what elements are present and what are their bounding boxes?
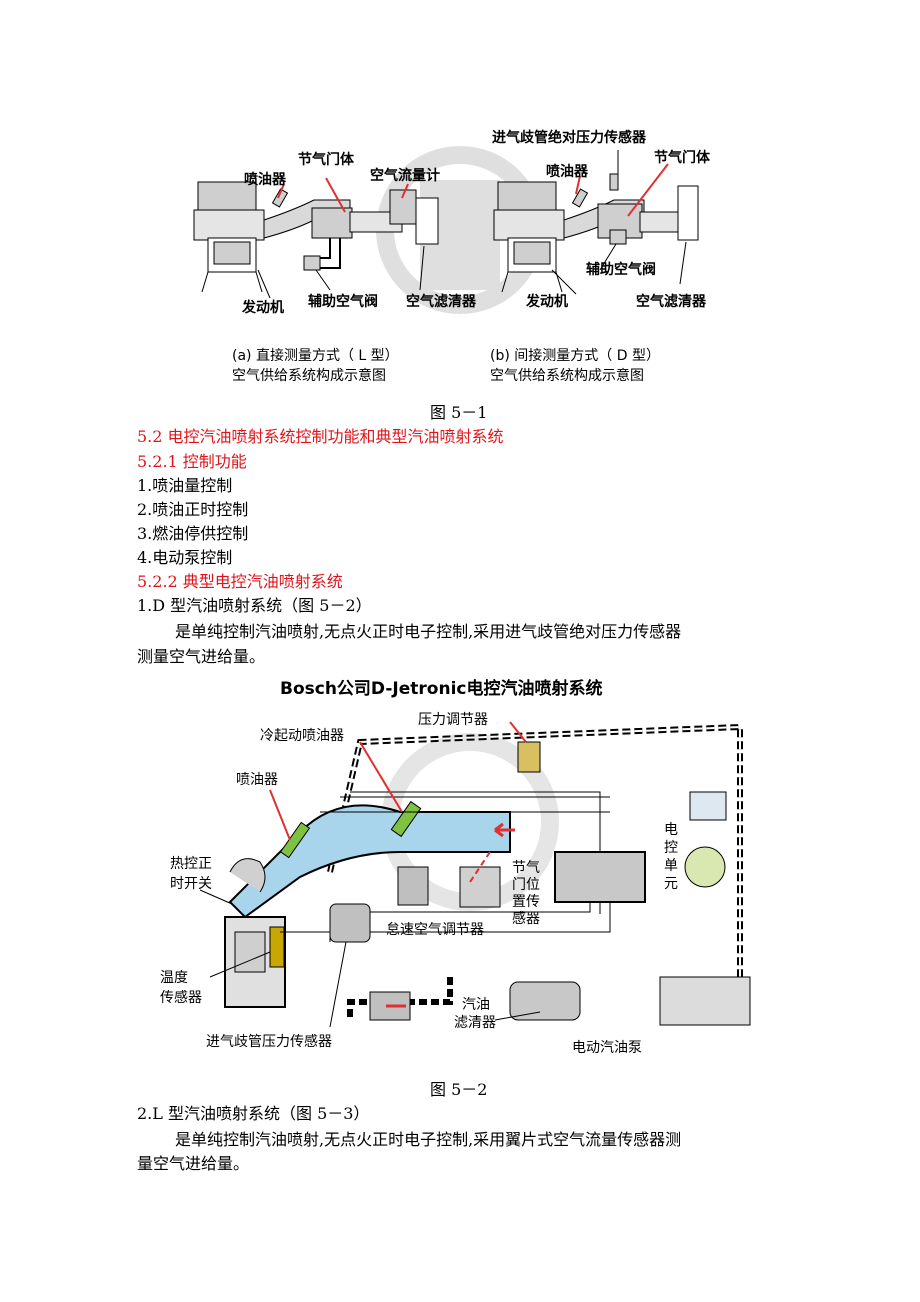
figure-5-1-caption: 图 5－1 bbox=[430, 403, 488, 422]
label-d-aux-air-valve: 辅助空气阀 bbox=[586, 261, 656, 278]
label-pressure-regulator: 压力调节器 bbox=[418, 712, 488, 728]
list-item-4: 4.电动泵控制 bbox=[137, 548, 233, 567]
label-temp-sensor-1: 温度 bbox=[160, 970, 188, 986]
label-ecu-4: 元 bbox=[664, 876, 678, 892]
d-type-para-line2: 测量空气进给量。 bbox=[137, 647, 266, 666]
label-injector: 喷油器 bbox=[236, 772, 278, 788]
label-l-engine: 发动机 bbox=[241, 299, 284, 316]
figure-5-2-caption: 图 5－2 bbox=[430, 1080, 488, 1099]
label-tps-4: 感器 bbox=[512, 910, 540, 927]
fuel-pump-icon bbox=[509, 981, 581, 1021]
label-l-air-filter: 空气滤清器 bbox=[406, 293, 477, 310]
pressure-regulator-icon bbox=[517, 741, 541, 773]
l-type-para-line1: 是单纯控制汽油喷射,无点火正时电子控制,采用翼片式空气流量传感器测 bbox=[175, 1130, 682, 1149]
injector-icon bbox=[279, 821, 311, 859]
d-type-title: 1.D 型汽油喷射系统（图 5－2） bbox=[137, 596, 372, 615]
tps-icon bbox=[459, 866, 501, 908]
label-temp-sensor-2: 传感器 bbox=[160, 989, 202, 1006]
heading-5-2: 5.2 电控汽油喷射系统控制功能和典型汽油喷射系统 bbox=[137, 427, 504, 446]
label-tps-2: 门位 bbox=[512, 877, 540, 893]
figure-5-2: Bosch公司D-Jetronic电控汽油喷射系统 压力调节器 bbox=[160, 678, 751, 1056]
label-map-sensor: 进气歧管压力传感器 bbox=[206, 1033, 332, 1050]
relay-icon bbox=[689, 791, 727, 821]
label-idle-air: 怠速空气调节器 bbox=[386, 922, 484, 938]
label-thermo-switch-1: 热控正 bbox=[170, 856, 212, 872]
heading-5-2-1: 5.2.1 控制功能 bbox=[137, 452, 247, 471]
label-d-injector: 喷油器 bbox=[546, 163, 589, 180]
d-type-diagram bbox=[493, 150, 699, 295]
l-type-diagram bbox=[193, 177, 439, 299]
distributor-icon bbox=[684, 846, 726, 888]
label-l-airflow-meter: 空气流量计 bbox=[370, 167, 440, 184]
caption-l-line1: (a) 直接测量方式（ L 型） bbox=[232, 347, 399, 364]
list-item-3: 3.燃油停供控制 bbox=[137, 524, 249, 543]
l-type-title: 2.L 型汽油喷射系统（图 5－3） bbox=[137, 1104, 370, 1123]
label-ecu-2: 控 bbox=[664, 840, 678, 856]
label-tps-1: 节气 bbox=[512, 860, 540, 876]
d-type-para-line1: 是单纯控制汽油喷射,无点火正时电子控制,采用进气歧管绝对压力传感器 bbox=[175, 622, 682, 641]
heading-5-2-2: 5.2.2 典型电控汽油喷射系统 bbox=[137, 572, 343, 591]
caption-d-line1: (b) 间接测量方式（ D 型） bbox=[490, 347, 660, 364]
label-l-throttle-body: 节气门体 bbox=[298, 151, 355, 168]
label-d-throttle-body: 节气门体 bbox=[654, 149, 711, 166]
idle-air-valve-icon bbox=[397, 866, 429, 906]
label-d-engine: 发动机 bbox=[525, 293, 568, 310]
label-d-map-sensor: 进气歧管绝对压力传感器 bbox=[492, 129, 647, 146]
label-fuel-filter-2: 滤清器 bbox=[454, 1015, 496, 1031]
figure-5-2-title: Bosch公司D-Jetronic电控汽油喷射系统 bbox=[280, 678, 602, 699]
list-item-1: 1.喷油量控制 bbox=[137, 476, 233, 495]
fuel-tank bbox=[659, 976, 751, 1026]
caption-d-line2: 空气供给系统构成示意图 bbox=[490, 367, 644, 384]
label-tps-3: 置传 bbox=[512, 894, 540, 910]
label-l-aux-air-valve: 辅助空气阀 bbox=[308, 293, 378, 310]
figure-5-1: 节气门体 喷油器 空气流量计 发动机 辅助空气阀 空气滤清器 进气歧管绝对压力传… bbox=[193, 129, 711, 384]
map-sensor-icon bbox=[329, 903, 371, 943]
label-fuel-filter-1: 汽油 bbox=[462, 997, 490, 1013]
label-l-injector: 喷油器 bbox=[244, 171, 287, 188]
list-item-2: 2.喷油正时控制 bbox=[137, 500, 249, 519]
label-ecu-1: 电 bbox=[664, 822, 678, 838]
label-ecu-3: 单 bbox=[664, 858, 678, 874]
caption-l-line2: 空气供给系统构成示意图 bbox=[232, 367, 386, 384]
label-cold-start-injector: 冷起动喷油器 bbox=[260, 728, 344, 744]
label-d-air-filter: 空气滤清器 bbox=[636, 293, 707, 310]
label-fuel-pump: 电动汽油泵 bbox=[572, 1040, 642, 1056]
l-type-para-line2: 量空气进给量。 bbox=[137, 1154, 250, 1173]
ecu-box bbox=[554, 851, 646, 903]
label-thermo-switch-2: 时开关 bbox=[170, 876, 212, 892]
cold-start-injector-icon bbox=[390, 800, 422, 838]
